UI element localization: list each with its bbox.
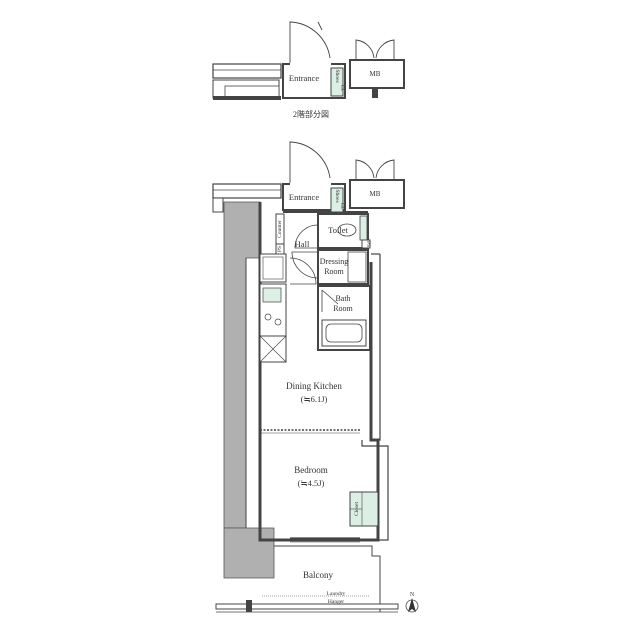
laundry-label-2: Hanger — [328, 599, 344, 605]
upper-entrance-label: Entrance — [289, 73, 319, 83]
bath-door — [321, 289, 339, 312]
bath-label-1: Bath — [335, 294, 350, 303]
dressing-label-1: Dressing — [320, 257, 348, 266]
left-column — [223, 201, 261, 529]
bottom-column — [223, 527, 275, 579]
upper-partial-plan: Entrance Shoes Cl. MB 2階部分図 — [212, 21, 405, 119]
upper-entrance-door — [289, 21, 331, 64]
upper-left-wall — [212, 63, 282, 79]
mb-room — [349, 179, 405, 209]
upper-shoes-label: Shoes — [334, 69, 340, 82]
ps-right — [361, 239, 371, 249]
stove-burner-1 — [264, 313, 272, 321]
main-left-top-strip — [212, 183, 282, 199]
mb-doors — [355, 159, 395, 180]
dressing-door — [291, 251, 319, 279]
sink — [262, 287, 282, 303]
upper-plan-caption: 2階部分図 — [293, 109, 329, 119]
fridge — [259, 253, 287, 283]
shoes-closet — [330, 187, 344, 213]
toilet-fixture — [337, 223, 357, 237]
toilet-wash-fixture — [359, 215, 368, 241]
toilet-door — [294, 224, 319, 249]
toilet-label: Toilet — [328, 225, 348, 235]
upper-shoes-cl-label: Cl. — [339, 85, 345, 92]
north-label: N — [410, 592, 415, 598]
ps-left-label: PS — [277, 246, 283, 252]
bedroom-size-label: (≒4.5J) — [298, 478, 325, 488]
dining-label: Dining Kitchen — [286, 381, 342, 391]
stove-burner-2 — [274, 318, 282, 326]
main-plan: Entrance Shoes Cl. MB Toilet Hall Counte… — [212, 141, 405, 613]
counter-label: Counter — [277, 220, 283, 238]
upper-mb-label: MB — [370, 70, 381, 78]
bedroom-label: Bedroom — [294, 465, 328, 475]
entrance-label: Entrance — [289, 192, 319, 202]
hall-label: Hall — [295, 239, 310, 249]
washing-machine — [347, 251, 367, 283]
unit-outer-wall — [258, 202, 380, 542]
toilet-room — [317, 213, 369, 249]
dressing-room — [317, 249, 369, 285]
balcony-outline — [274, 545, 381, 612]
upper-mb-room — [349, 59, 405, 89]
entrance-door — [289, 141, 331, 184]
bath-label-2: Room — [333, 304, 353, 313]
kitchen-door — [289, 257, 317, 285]
bath-room — [317, 285, 371, 351]
shoes-cl-label: Cl. — [339, 203, 345, 210]
bathtub-inner — [325, 323, 363, 343]
upper-mb-doors — [355, 39, 395, 60]
dressing-label-2: Room — [324, 267, 344, 276]
balcony-rail — [215, 603, 399, 610]
dining-size-label: (≒6.1J) — [301, 394, 328, 404]
mb-label: MB — [370, 190, 381, 198]
upper-shoes-closet — [330, 67, 344, 97]
balcony-label: Balcony — [303, 570, 333, 580]
ps-right-label: PS — [365, 241, 371, 247]
closet-label: Closet — [354, 502, 360, 517]
laundry-label-1: Laundry — [327, 591, 346, 597]
shoes-label: Shoes — [334, 189, 340, 202]
north-arrow-icon: N — [405, 592, 419, 613]
